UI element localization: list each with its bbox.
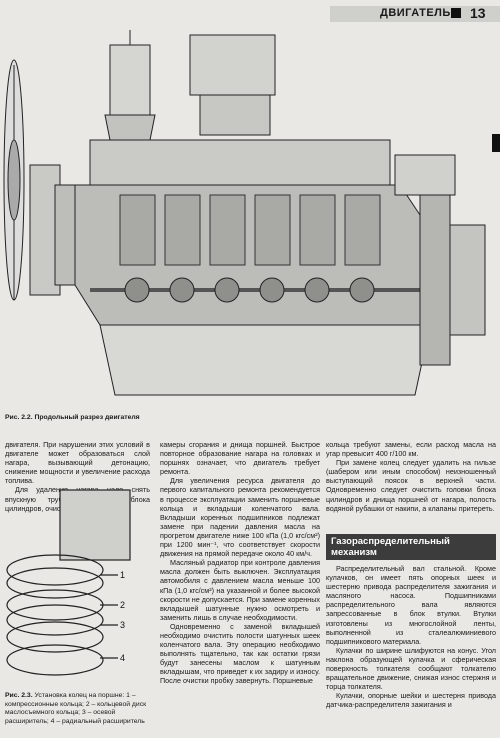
col3-paragraph: Кулачки, опорные шейки и шестерня привод… — [326, 691, 496, 710]
oil-filter — [104, 30, 156, 141]
ring-callout-3: 3 — [120, 620, 125, 630]
col3-paragraph: При замене колец следует удалить на гиль… — [326, 458, 496, 513]
flywheel — [419, 194, 486, 366]
col1-paragraph: двигателя. При нарушении этих условий в … — [5, 440, 150, 486]
col3-paragraph: кольца требуют замены, если расход масла… — [326, 440, 496, 459]
column-3-top: кольца требуют замены, если расход масла… — [326, 440, 496, 513]
figure-2-2-title: Продольный разрез двигателя — [34, 414, 140, 421]
col2-paragraph: Масляный радиатор при контроле давления … — [160, 558, 320, 622]
section-title: ДВИГАТЕЛЬ — [380, 7, 451, 19]
engine-section-drawing — [3, 30, 486, 396]
col2-paragraph: Одновременно с заменой вкладышей необход… — [160, 621, 320, 686]
col3-paragraph: Распределительный вал стальной. Кроме ку… — [326, 564, 496, 646]
figure-2-3-label: Рис. 2.3. — [5, 692, 33, 699]
thumb-tab-marker — [492, 134, 500, 152]
col2-paragraph: камеры сгорания и днища поршней. Быстрое… — [160, 440, 320, 477]
section-heading: Газораспределительный механизм — [326, 534, 496, 560]
figure-2-3-caption: Рис. 2.3. Установка колец на поршне: 1 –… — [5, 692, 155, 726]
column-3-bottom: Распределительный вал стальной. Кроме ку… — [326, 564, 496, 710]
ring-callout-4: 4 — [120, 653, 125, 663]
page-header: ДВИГАТЕЛЬ 13 — [0, 0, 500, 30]
ring-callout-2: 2 — [120, 600, 125, 610]
figure-2-3-text: Установка колец на поршне: 1 – компресси… — [5, 692, 147, 725]
figure-2-2-label: Рис. 2.2. — [5, 414, 33, 421]
figure-2-2-caption: Рис. 2.2. Продольный разрез двигателя — [5, 414, 140, 423]
column-2: камеры сгорания и днища поршней. Быстрое… — [160, 440, 320, 686]
col3-paragraph: Кулачки по ширине шлифуются на конус. Уг… — [326, 645, 496, 692]
piston-rings-drawing: 1 2 3 4 — [6, 489, 131, 676]
fan-assembly — [3, 59, 25, 301]
square-bullet-icon — [451, 8, 461, 18]
ring-callout-1: 1 — [120, 570, 125, 580]
page-number: 13 — [470, 5, 486, 21]
col2-paragraph: Для увеличения ресурса двигателя до перв… — [160, 476, 320, 559]
